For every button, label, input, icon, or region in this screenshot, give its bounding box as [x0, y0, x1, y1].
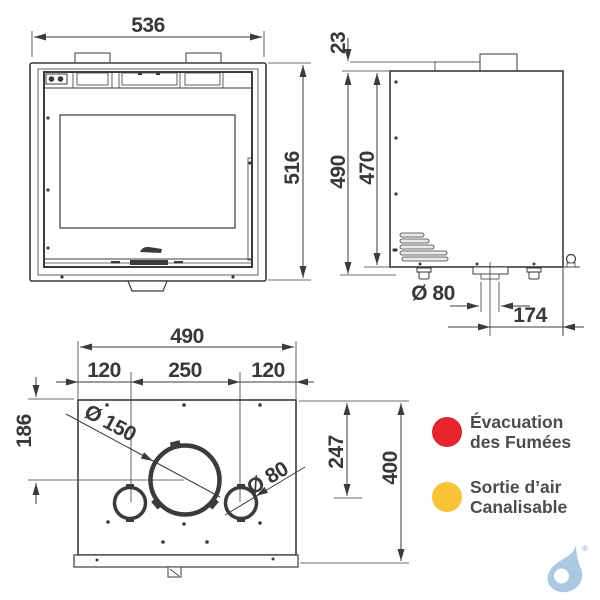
side-body	[389, 70, 564, 268]
dim-label-400: 400	[379, 451, 402, 485]
bottom-air-duct	[472, 266, 509, 280]
dim-front-width: 536	[31, 14, 265, 57]
dim-label-470: 470	[356, 151, 379, 185]
legend-item-air: Sortie d’air Canalisable	[432, 477, 568, 517]
door-latch-rail	[247, 157, 253, 261]
dim-top-offsets-row: 120 250 120	[56, 359, 314, 502]
control-knob-right[interactable]	[57, 76, 64, 82]
air-vent-front-left	[76, 72, 109, 86]
air-vent-front-right	[184, 72, 221, 86]
flue-vent-front	[121, 72, 178, 86]
dim-label-516: 516	[281, 151, 304, 185]
control-knob-left[interactable]	[48, 76, 55, 82]
bottom-bracket	[127, 280, 168, 292]
water-drop-logo: ®	[547, 544, 589, 593]
water-drop-shape	[547, 545, 583, 593]
top-view	[73, 399, 299, 578]
door-handle[interactable]	[130, 260, 168, 265]
dim-label-120-right: 120	[251, 359, 285, 382]
brand-logo-mark	[140, 246, 162, 253]
dim-side-body-height: 470	[356, 73, 390, 268]
glass-window	[59, 114, 236, 229]
dim-label-186: 186	[13, 414, 36, 448]
legend-item-flue: Évacuation des Fumées	[432, 411, 571, 452]
legend-air-line2: Canalisable	[470, 497, 568, 517]
dim-top-air-depth: 247	[299, 400, 409, 499]
air-outlet-circle-left	[112, 484, 148, 522]
registered-mark: ®	[581, 544, 589, 553]
legend: Évacuation des Fumées Sortie d’air Canal…	[432, 411, 571, 517]
dim-top-air-diameter: Ø 80	[224, 457, 306, 516]
hinge-dot	[46, 246, 50, 250]
dim-label-247: 247	[325, 435, 348, 469]
dim-top-depth: 400	[300, 403, 409, 564]
dim-label-490-top: 490	[170, 325, 204, 348]
legend-swatch-yellow	[432, 482, 462, 512]
dim-label-120-left: 120	[87, 359, 121, 382]
hinge-dot	[46, 116, 50, 120]
legend-air-line1: Sortie d’air	[470, 477, 562, 497]
dim-side-collar: 23	[327, 32, 436, 72]
base-plate	[73, 554, 299, 568]
air-outlet-circle-right	[223, 484, 259, 522]
hinge-dot	[46, 188, 50, 192]
side-view	[389, 53, 580, 280]
dim-label-536: 536	[131, 14, 165, 37]
dim-label-d80-side: Ø 80	[411, 282, 455, 305]
dim-side-duct-offset: 174	[448, 262, 584, 336]
dim-label-23: 23	[327, 32, 350, 54]
dim-side-duct-diameter: Ø 80	[411, 282, 530, 312]
legend-flue-line1: Évacuation	[470, 411, 563, 432]
dim-label-490-side: 490	[327, 155, 350, 189]
front-view	[29, 52, 267, 292]
dim-top-flue-depth: 186	[13, 377, 184, 504]
flue-collar-side	[434, 61, 481, 72]
dim-front-height: 516	[268, 62, 311, 281]
rating-label-plates	[392, 232, 449, 262]
control-knob-panel	[45, 73, 68, 85]
legend-swatch-red	[432, 417, 462, 447]
dim-label-250: 250	[168, 359, 202, 382]
top-body	[77, 399, 297, 556]
dim-label-174: 174	[513, 304, 547, 327]
legend-flue-line2: des Fumées	[470, 432, 571, 452]
corner-fitting	[563, 253, 580, 268]
foot-bolt-right	[526, 267, 542, 280]
dim-top-width: 490	[77, 325, 297, 399]
air-outlet-side	[479, 53, 518, 72]
dim-side-total-height: 490	[327, 73, 396, 276]
foot-bolt-left	[416, 267, 432, 280]
